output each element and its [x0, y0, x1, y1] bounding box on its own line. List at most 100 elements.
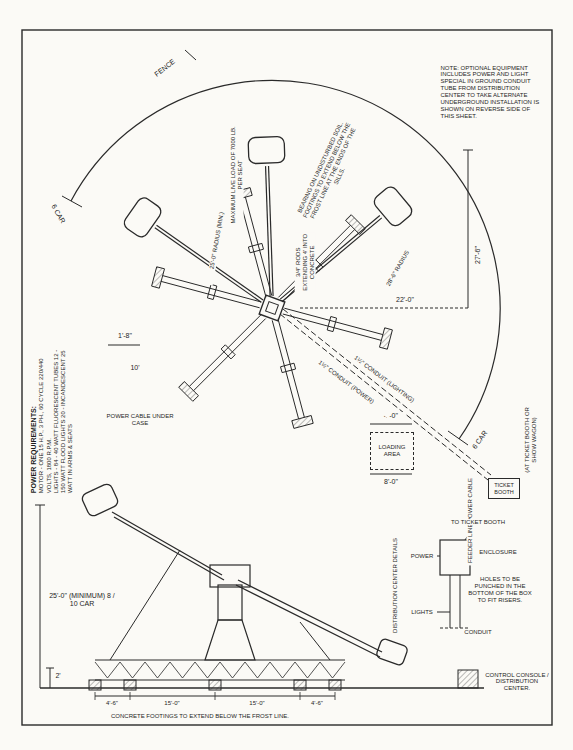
node-label: LOADING AREA — [374, 444, 410, 458]
truss-web — [183, 662, 196, 678]
truss-web — [295, 662, 308, 678]
note-text: NOTE: OPTIONAL EQUIPMENT INCLUDES POWER … — [440, 65, 545, 120]
sweep-arm — [238, 580, 382, 652]
car-seat — [371, 184, 414, 228]
fence-arc — [71, 80, 500, 439]
dimension-tick — [46, 668, 54, 669]
tie-rod-block — [221, 345, 235, 359]
conduit-line — [283, 309, 491, 475]
sill-beam — [189, 314, 261, 386]
sweep-arm — [282, 218, 382, 302]
truss-web — [283, 662, 296, 678]
dimension-line — [468, 150, 469, 308]
sill-beam — [283, 230, 355, 302]
truss-web — [95, 662, 108, 678]
dimension-line — [370, 424, 412, 425]
loading-area: LOADING AREA — [370, 432, 414, 470]
sill-beam — [161, 281, 260, 307]
truss-web — [120, 662, 133, 678]
spec-note: MOTOR - ONE 15 H.P., 3 PH., 60 CYCLE 220… — [38, 343, 52, 493]
sill-footing — [346, 215, 366, 235]
drawing-label: CONTROL CONSOLE / DISTRIBUTION CENTER. — [484, 672, 550, 693]
dimension-line — [108, 345, 140, 346]
truss-web — [195, 662, 208, 678]
sill-beam — [272, 320, 298, 419]
spec-note: POWER REQUIREMENTS: — [30, 343, 38, 493]
sill-footing — [152, 267, 165, 288]
car-seat — [375, 638, 408, 666]
drawing-label: DISTRIBUTION CENTER DETAILS — [392, 535, 399, 635]
radius-tick — [62, 196, 82, 207]
truss-web — [308, 662, 321, 678]
drawing-label: 15'-0" — [242, 700, 272, 707]
truss-web — [145, 662, 158, 678]
power-requirements-block: POWER REQUIREMENTS:MOTOR - ONE 15 H.P., … — [30, 343, 74, 493]
truss-web — [208, 662, 221, 678]
riser — [460, 575, 461, 628]
truss-web — [170, 662, 183, 678]
drawing-label: 10' — [123, 364, 147, 372]
dimension-line — [370, 474, 412, 475]
truss-web — [245, 662, 258, 678]
drawing-label: 6 CAR — [466, 423, 493, 457]
drawing-label: 2' — [51, 672, 65, 680]
drawing-label: 8'-0" — [376, 478, 406, 486]
sill-beam — [278, 319, 304, 418]
base-frame — [95, 680, 345, 681]
truss-web — [233, 662, 246, 678]
sweep-arm — [112, 512, 222, 575]
node-label: TICKET BOOTH — [492, 482, 516, 495]
drawing-label: LIGHTS — [407, 609, 437, 616]
truss-web — [258, 662, 271, 678]
conduit-line — [280, 314, 488, 480]
ground-line — [40, 687, 530, 688]
drawing-label: 28'-6" RADIUS — [380, 240, 416, 295]
car-seat — [122, 195, 164, 239]
dimension-line — [95, 696, 335, 697]
center-post — [266, 302, 279, 315]
drawing-label: POWER — [407, 553, 437, 560]
sweep-arm — [236, 585, 380, 657]
drawing-label: FENCE — [147, 53, 183, 84]
drawing-label: 4'-6" — [302, 700, 332, 707]
sweep-arm — [114, 517, 224, 580]
dimension-tick — [35, 505, 45, 506]
spec-note: LIGHTS - 84 - 40 WATT FLUORESCENT TUBES … — [53, 343, 75, 493]
tie-rod-block — [248, 243, 263, 252]
tie-rod-block — [207, 284, 216, 299]
ticket-booth: TICKET BOOTH — [488, 478, 520, 499]
sheet-border — [22, 30, 552, 725]
drawing-label: 25'-0" (MINIMUM) 8 / 10 CAR — [47, 592, 117, 608]
drawing-label: 3/4" RODS EXTENDING 4' INTO CONCRETE — [295, 232, 316, 292]
tie-rod-block — [281, 363, 296, 372]
distribution-box — [440, 540, 470, 575]
truss-web — [108, 662, 121, 678]
drawing-label: POWER CABLE UNDER CASE — [105, 413, 175, 427]
truss-web — [133, 662, 146, 678]
cable-leader — [437, 556, 440, 557]
car-seat — [80, 482, 119, 517]
sill-beam — [278, 225, 350, 297]
tie-rod-block — [327, 317, 336, 332]
sill-beam — [240, 199, 266, 298]
drawing-label: 27'-6" — [474, 235, 482, 275]
dimension-tick — [463, 150, 473, 151]
riser — [450, 575, 451, 628]
sill-footing — [380, 328, 393, 349]
radius-tick — [448, 431, 468, 445]
truss-web — [320, 662, 333, 678]
sill-beam — [283, 314, 382, 340]
sill-footing — [179, 382, 199, 402]
arm-strut — [110, 550, 180, 660]
fence-leader — [185, 50, 196, 60]
drawing-label: 6 CAR — [46, 196, 71, 231]
drawing-label: 4'-6" — [97, 700, 127, 707]
truss-web — [220, 662, 233, 678]
truss-web — [158, 662, 171, 678]
car-seat — [248, 136, 285, 163]
generated-strokes — [89, 136, 415, 700]
drawing-label: 1½" CONDUIT (POWER) — [300, 346, 392, 418]
drawing-label: (AT TICKET BOOTH OR SHOW WAGON) — [523, 402, 537, 477]
drawing-label: MAXIMUM LIVE LOAD OF 7000 LB. PER SEAT — [229, 122, 243, 227]
